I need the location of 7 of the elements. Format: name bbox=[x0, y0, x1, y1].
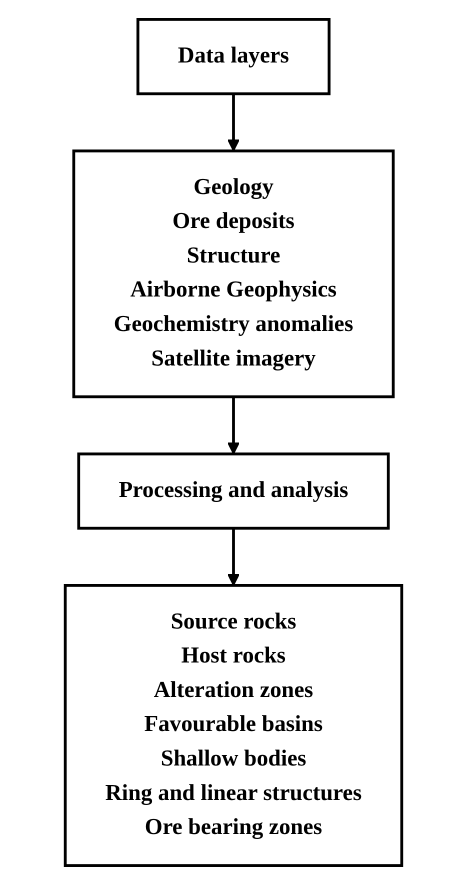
node-box: Source rocks Host rocks Alteration zones Favourable basins Shallow bodies Ring and linear structures Ore bearing zones bbox=[64, 584, 404, 867]
node-box: Processing and analysis bbox=[77, 452, 390, 530]
arrow bbox=[227, 94, 240, 152]
arrow bbox=[227, 528, 240, 586]
arrow bbox=[227, 396, 240, 454]
node-box: Data layers bbox=[136, 18, 331, 96]
node-box: Geology Ore deposits Structure Airborne Geophysics Geochemistry anomalies Satellite imagery bbox=[72, 150, 395, 398]
